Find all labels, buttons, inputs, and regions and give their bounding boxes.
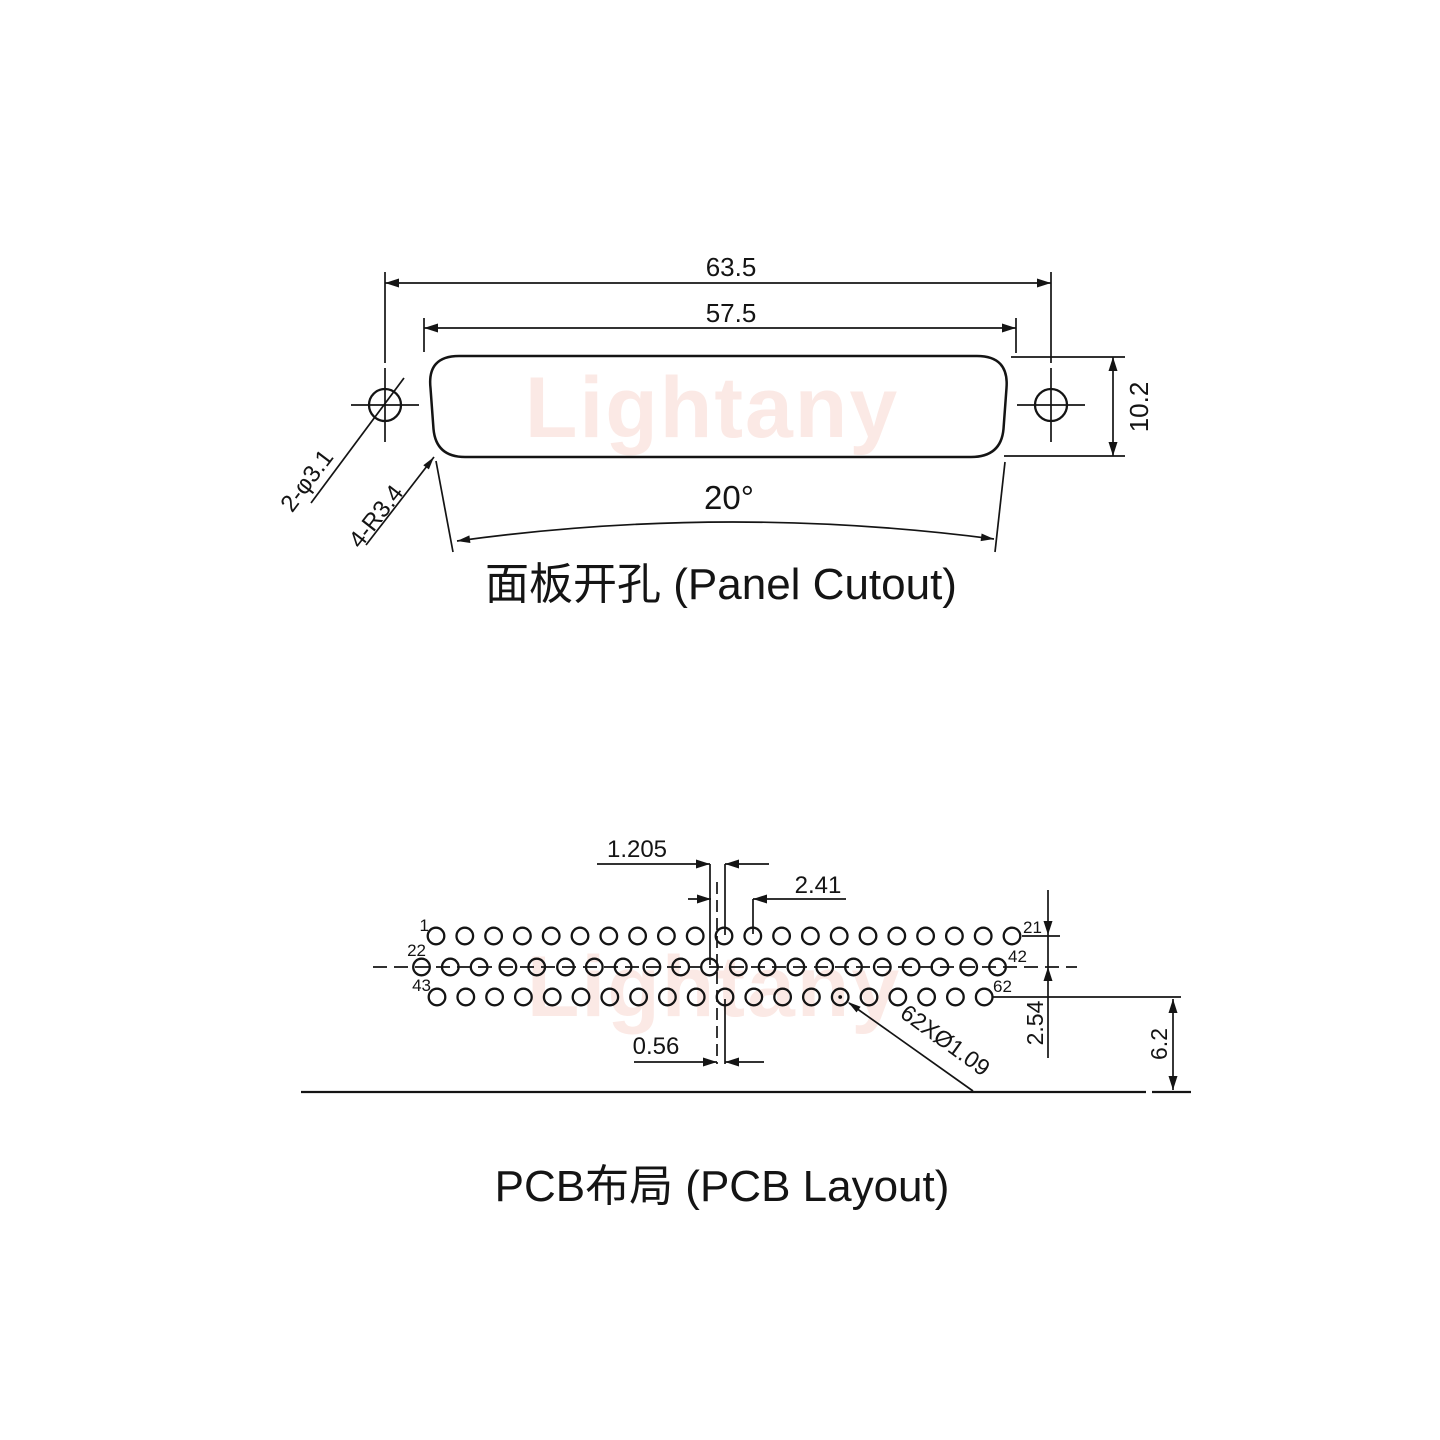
pcb-hole-pin-7 — [599, 926, 619, 946]
pcb-hole-pin-30 — [642, 957, 662, 977]
leader-corner-radius-arrow — [423, 457, 434, 470]
label-corner-radius: 4-R3.4 — [344, 480, 410, 553]
pcb-hole-pin-2 — [455, 926, 475, 946]
pcb-hole-pin-10 — [685, 926, 705, 946]
dim-63-arrow-left — [385, 278, 399, 288]
pcb-hole-pin-50 — [629, 987, 649, 1007]
dim-254-arrow-top — [1043, 921, 1053, 935]
dim-20-arc — [456, 521, 995, 542]
pcb-hole-pin-21 — [1002, 926, 1022, 946]
label-hole-spec: 62XØ1.09 — [896, 999, 995, 1081]
pcb-hole-pin-5 — [541, 926, 561, 946]
pcb-hole-pin-61 — [945, 987, 965, 1007]
pcb-hole-pin-4 — [512, 926, 532, 946]
pcb-hole-pin-45 — [485, 987, 505, 1007]
dim-241-arrow-left — [697, 894, 711, 904]
watermark-top: Lightany — [525, 360, 899, 456]
dim-241-arrow-right — [753, 894, 767, 904]
pin-label-62: 62 — [993, 977, 1012, 996]
dim-10-arrow-top — [1108, 357, 1118, 371]
pcb-hole-pin-47 — [542, 987, 562, 1007]
dim-outer-width-label: 63.5 — [706, 252, 757, 282]
dim-height-label: 10.2 — [1124, 382, 1154, 433]
dim-center-offset-label: 0.56 — [633, 1033, 680, 1060]
pcb-layout-title: PCB布局 (PCB Layout) — [495, 1162, 950, 1211]
panel-cutout-title: 面板开孔 (Panel Cutout) — [485, 560, 957, 609]
pcb-hole-pin-19 — [944, 926, 964, 946]
pcb-hole-pin-20 — [973, 926, 993, 946]
dim-row-spacing-label: 2.54 — [1022, 1000, 1048, 1045]
pcb-hole-pin-6 — [570, 926, 590, 946]
dim-pitch-label: 2.41 — [795, 872, 842, 899]
pcb-hole-pin-3 — [484, 926, 504, 946]
pcb-hole-pin-14 — [800, 926, 820, 946]
dim-1205-arrow-left — [696, 859, 710, 869]
pcb-hole-pin-41 — [959, 957, 979, 977]
pcb-hole-pin-55 — [773, 987, 793, 1007]
leader-hole-spec — [848, 1002, 974, 1092]
leader-corner-radius — [365, 456, 435, 546]
dim-20-arrow-right — [980, 533, 994, 542]
pcb-hole-pin-60 — [917, 987, 937, 1007]
dim-62-arrow-bottom — [1168, 1076, 1178, 1090]
pcb-hole-pin-9 — [656, 926, 676, 946]
pcb-hole-pin-52 — [686, 987, 706, 1007]
dim-57-arrow-right — [1002, 323, 1016, 333]
pcb-hole-pin-1 — [426, 926, 446, 946]
dim-1205-arrow-right — [725, 859, 739, 869]
pcb-hole-pin-16 — [858, 926, 878, 946]
pcb-hole-pin-15 — [829, 926, 849, 946]
pcb-hole-pin-54 — [744, 987, 764, 1007]
panel-cutout-outline — [428, 354, 1008, 459]
pcb-hole-pin-18 — [916, 926, 936, 946]
pin-label-22: 22 — [407, 941, 426, 960]
pin-label-21: 21 — [1023, 918, 1042, 937]
pcb-hole-pin-62 — [974, 987, 994, 1007]
pcb-hole-pin-49 — [600, 987, 620, 1007]
dim-inner-width-label: 57.5 — [706, 298, 757, 328]
pcb-hole-pin-51 — [657, 987, 677, 1007]
pcb-hole-reference-dot — [838, 995, 843, 999]
pin-label-1: 1 — [420, 916, 429, 935]
pin-label-42: 42 — [1008, 947, 1027, 966]
watermark-bottom: Lightany — [527, 939, 901, 1035]
pcb-hole-pin-46 — [513, 987, 533, 1007]
pcb-hole-pin-43 — [427, 987, 447, 1007]
dim-056-arrow-right — [725, 1057, 739, 1067]
dim-63-arrow-right — [1037, 278, 1051, 288]
pcb-hole-pin-58 — [859, 987, 879, 1007]
pcb-layout-view: 1.205 2.41 0.56 2.54 6.2 62XØ1.09 — [301, 836, 1191, 1211]
dim-20-ext-left — [435, 460, 454, 553]
pcb-hole-pin-8 — [628, 926, 648, 946]
dim-056-arrow-left — [703, 1057, 717, 1067]
dim-half-pitch-label: 1.205 — [607, 836, 667, 863]
watermark-group: Lightany Lightany — [525, 360, 901, 1035]
pcb-hole-pin-22 — [412, 957, 431, 977]
pcb-hole-pin-48 — [571, 987, 591, 1007]
pcb-hole-pin-44 — [456, 987, 476, 1007]
dim-57-arrow-left — [424, 323, 438, 333]
dim-edge-distance-label: 6.2 — [1146, 1028, 1172, 1060]
pcb-hole-pin-17 — [887, 926, 907, 946]
pcb-hole-pin-56 — [801, 987, 821, 1007]
dim-angle-label: 20° — [704, 479, 754, 516]
dim-10-arrow-bottom — [1108, 442, 1118, 456]
pcb-hole-pin-13 — [772, 926, 792, 946]
pin-label-43: 43 — [412, 976, 431, 995]
dim-20-arrow-left — [457, 535, 471, 543]
pcb-hole-pin-11 — [714, 926, 734, 946]
dim-254-arrow-bottom — [1043, 967, 1053, 981]
leader-hole-spec-arrow — [848, 1002, 861, 1013]
label-mount-holes: 2-φ3.1 — [275, 445, 339, 517]
pcb-hole-pin-59 — [888, 987, 908, 1007]
leader-mount-holes — [310, 377, 405, 504]
pcb-hole-pin-57 — [830, 987, 850, 1007]
dim-62-arrow-top — [1168, 999, 1178, 1013]
dim-20-ext-right — [994, 461, 1006, 553]
